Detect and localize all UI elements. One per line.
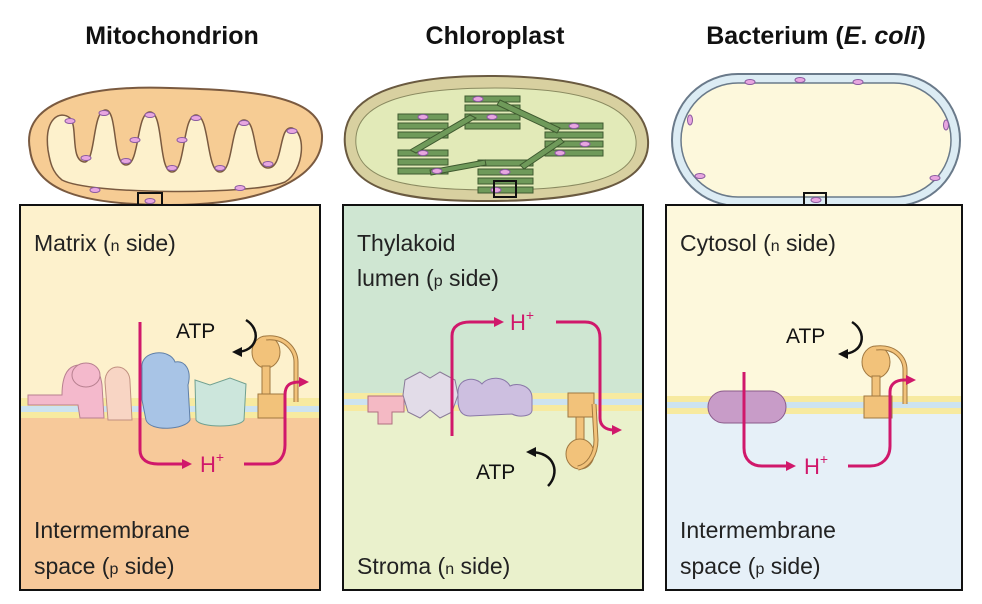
title-mitochondrion: Mitochondrion — [85, 22, 259, 50]
proton-path-mito — [138, 322, 192, 469]
title-bacterium-close: ) — [917, 22, 925, 50]
cytochrome-b6f — [367, 395, 405, 425]
chloroplast-illustration — [343, 74, 650, 203]
atp-label-mito: ATP — [176, 320, 215, 343]
label-intermembrane-mito: Intermembrane — [34, 517, 190, 543]
complex-iv — [194, 377, 247, 427]
panel-bacterium: H+ ATP Cytosol (n side) Intermembrane sp… — [665, 204, 963, 591]
atp-label-bact: ATP — [786, 325, 825, 348]
label-thylakoid: Thylakoid — [357, 230, 455, 256]
label-p-side-mito: space (p side) — [34, 553, 175, 579]
proton-return-bact — [848, 375, 916, 468]
atp-curved-arrow-bact — [838, 320, 863, 359]
proton-label-chloro: H+ — [510, 307, 534, 335]
atp-synthase-chloro — [565, 392, 599, 471]
atp-curved-arrow-mito — [232, 318, 257, 357]
proton-path-bact — [742, 372, 796, 471]
label-p-side-bact: space (p side) — [680, 553, 821, 579]
proton-return-mito — [244, 377, 309, 466]
label-cytosol: Cytosol (n side) — [680, 230, 836, 256]
label-stroma: Stroma (n side) — [357, 553, 510, 579]
complex-ii — [104, 366, 133, 421]
title-bacterium-dot: . — [860, 22, 874, 50]
mitochondrion-illustration — [28, 86, 324, 212]
title-bacterium-main: Bacterium ( — [706, 22, 844, 50]
title-bacterium-species: coli — [874, 22, 918, 50]
panel-mitochondrion: H+ ATP Matrix (n side) Intermembrane spa… — [19, 204, 321, 591]
label-lumen: lumen (p side) — [357, 265, 499, 291]
atp-curved-arrow-chloro — [526, 447, 556, 487]
atp-synthase-mito — [251, 335, 299, 419]
atp-label-chloro: ATP — [476, 461, 515, 484]
bacterium-illustration — [671, 73, 961, 210]
title-bacterium: Bacterium (E. coli) — [706, 22, 926, 50]
title-chloroplast: Chloroplast — [426, 22, 566, 50]
photosystem-i — [457, 377, 533, 417]
proton-label-mito: H+ — [200, 449, 224, 477]
respiratory-complex-bact — [707, 390, 787, 424]
complex-iii — [141, 352, 191, 429]
atp-synthase-bact — [861, 345, 908, 419]
panel-chloroplast: H+ ATP Thylakoid lumen (p side) Stroma (… — [342, 204, 644, 591]
proton-return-chloro — [556, 320, 622, 435]
title-bacterium-genus: E — [844, 22, 862, 50]
label-matrix: Matrix (n side) — [34, 230, 176, 256]
proton-path-chloro — [450, 317, 504, 436]
proton-label-bact: H+ — [804, 451, 828, 479]
label-intermembrane-bact: Intermembrane — [680, 517, 836, 543]
